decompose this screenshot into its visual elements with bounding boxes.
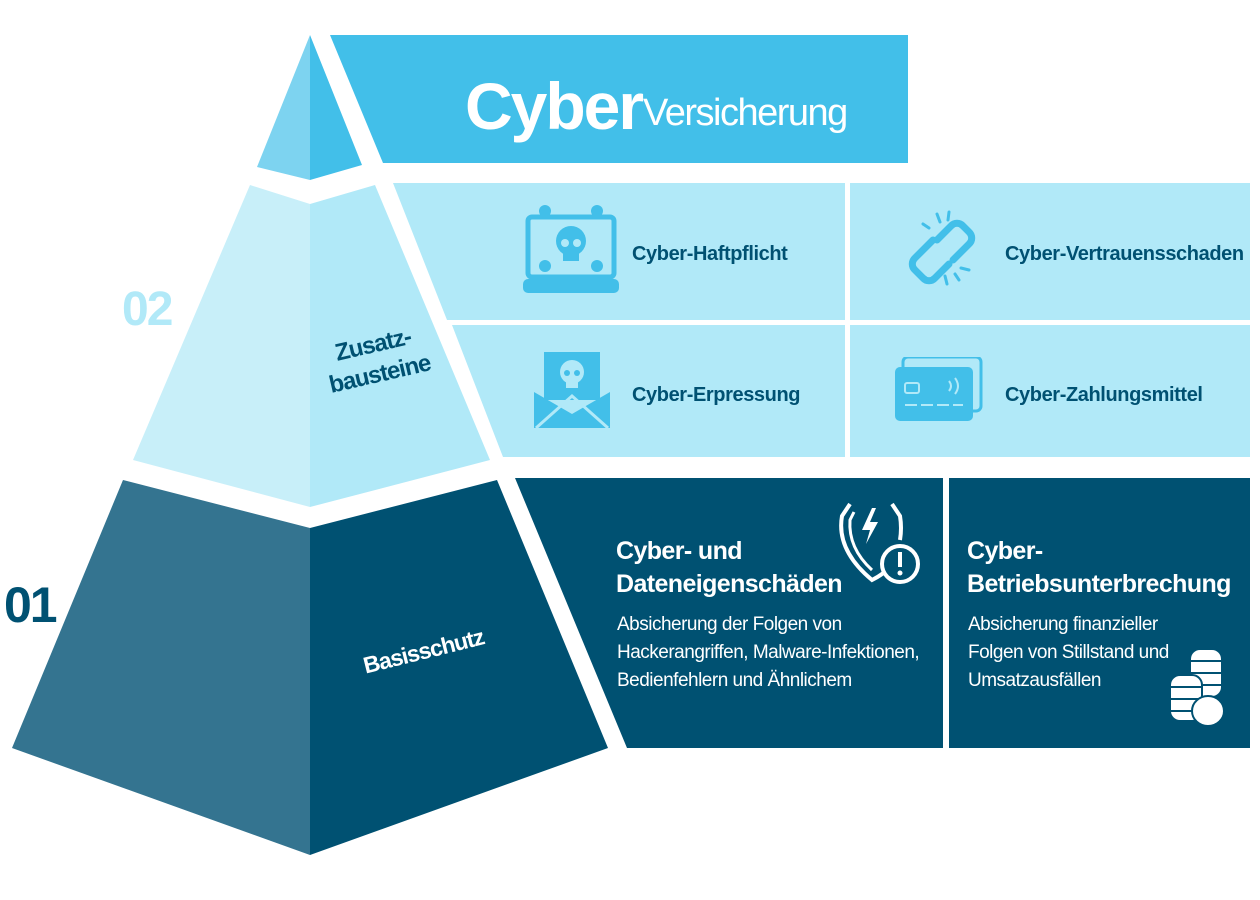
pyramid-top-left-face xyxy=(257,35,310,180)
desc-line: Absicherung der Folgen von xyxy=(617,614,842,635)
basic-title-1: Cyber- und Dateneigenschäden xyxy=(616,535,843,601)
basic-desc-2: Absicherung finanzieller Folgen von Stil… xyxy=(968,611,1169,695)
desc-line: Bedienfehlern und Ähnlichem xyxy=(617,670,852,691)
laptop-skull-icon xyxy=(523,205,619,293)
desc-line: Folgen von Stillstand und xyxy=(968,642,1169,663)
broken-chain-icon xyxy=(908,210,976,286)
desc-line: Hackerangriffen, Malware-Infektionen, xyxy=(617,642,920,663)
pyramid-top-right-face xyxy=(310,35,362,180)
pyramid-mid-left-face xyxy=(133,185,310,507)
desc-line: Umsatzausfällen xyxy=(968,670,1101,691)
basic-title-1-line1: Cyber- und xyxy=(616,537,743,565)
credit-card-icon xyxy=(895,357,983,421)
shield-warning-icon xyxy=(839,502,920,584)
title-sub: Versicherung xyxy=(643,92,848,134)
basic-title-2: Cyber- Betriebsunterbrechung xyxy=(967,535,1231,601)
module-label-vertrauensschaden: Cyber-Vertrauensschaden xyxy=(1005,243,1244,265)
basic-panel-1 xyxy=(515,478,943,748)
module-label-erpressung: Cyber-Erpressung xyxy=(632,384,801,406)
pyramid-base-right-face xyxy=(310,480,608,855)
basic-title-1-line2: Dateneigenschäden xyxy=(616,570,843,598)
pyramid-base-left-face xyxy=(12,480,310,855)
title-main: Cyber xyxy=(465,69,644,143)
module-panel-1 xyxy=(393,183,845,320)
basic-title-2-line1: Cyber- xyxy=(967,537,1043,565)
coins-icon xyxy=(1169,648,1225,727)
pyramid-mid-right-face xyxy=(310,185,490,507)
module-label-zahlungsmittel: Cyber-Zahlungsmittel xyxy=(1005,384,1203,406)
envelope-skull-icon xyxy=(534,352,610,430)
level-number-02: 02 xyxy=(122,283,173,336)
level-number-01: 01 xyxy=(4,577,58,633)
desc-line: Absicherung finanzieller xyxy=(968,614,1158,635)
title-banner xyxy=(330,35,908,163)
module-label-haftpflicht: Cyber-Haftpflicht xyxy=(632,243,788,265)
basic-title-2-line2: Betriebsunterbrechung xyxy=(967,570,1231,598)
basic-desc-1: Absicherung der Folgen von Hackerangriff… xyxy=(617,611,920,695)
